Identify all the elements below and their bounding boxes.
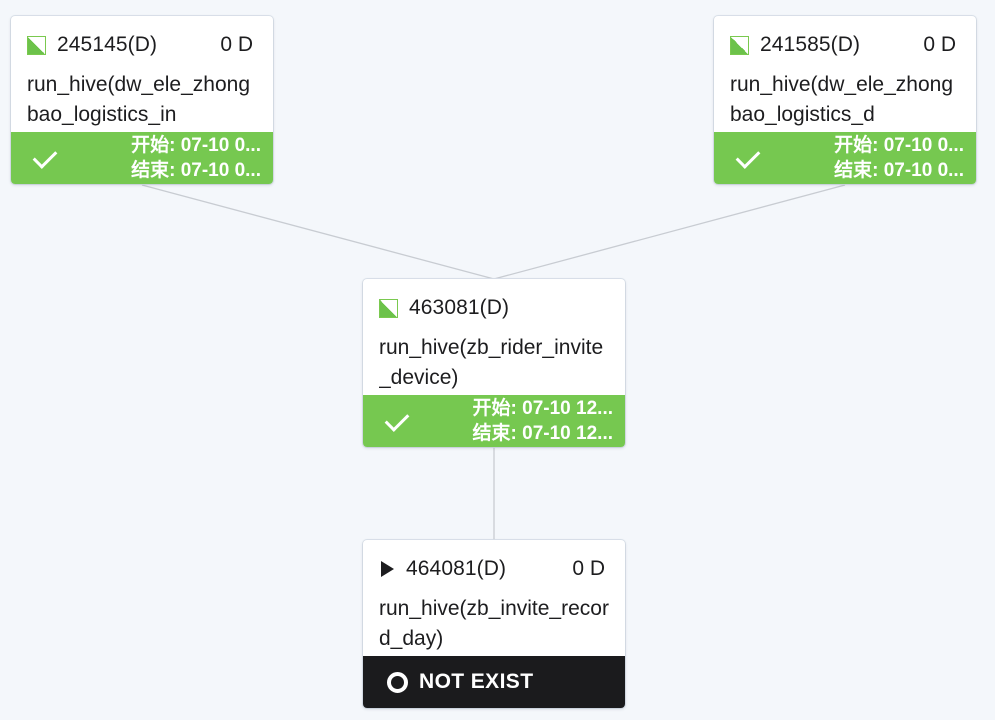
node-end-time: 结束: 07-10 12...	[472, 423, 613, 444]
half-filled-square-icon	[379, 298, 398, 318]
node-end-time: 结束: 07-10 0...	[131, 160, 261, 181]
node-end-time: 结束: 07-10 0...	[834, 160, 964, 181]
dag-node-463081[interactable]: 463081(D) run_hive(zb_rider_invite_devic…	[363, 279, 625, 447]
node-header: 464081(D) 0 D	[379, 554, 609, 584]
check-icon	[25, 143, 65, 169]
edge-245145-to-463081	[141, 184, 495, 280]
node-title: run_hive(zb_rider_invite_device)	[379, 336, 604, 389]
dag-node-464081[interactable]: 464081(D) 0 D run_hive(zb_invite_record_…	[363, 540, 625, 708]
ring-icon	[377, 671, 417, 693]
dag-node-241585[interactable]: 241585(D) 0 D run_hive(dw_ele_zhongbao_l…	[714, 16, 976, 184]
check-icon	[377, 406, 417, 432]
node-count-badge: 0 D	[572, 557, 605, 580]
node-status-times: 开始: 07-10 12... 结束: 07-10 12...	[417, 396, 613, 446]
node-count-badge: 0 D	[220, 33, 253, 56]
node-start-time: 开始: 07-10 0...	[834, 135, 964, 156]
node-status-times: 开始: 07-10 0... 结束: 07-10 0...	[65, 133, 261, 183]
node-start-time: 开始: 07-10 0...	[131, 135, 261, 156]
node-count-badge: 0 D	[923, 33, 956, 56]
node-id: 241585(D)	[760, 33, 861, 56]
play-triangle-icon	[381, 561, 394, 577]
edge-241585-to-463081	[493, 184, 846, 280]
node-id: 245145(D)	[57, 33, 158, 56]
node-id: 463081(D)	[409, 296, 510, 319]
node-status-bar[interactable]: 开始: 07-10 0... 结束: 07-10 0...	[714, 132, 976, 184]
node-title: run_hive(zb_invite_record_day)	[379, 597, 609, 650]
half-filled-square-icon	[730, 35, 749, 55]
node-header: 241585(D) 0 D	[730, 30, 960, 60]
node-title: run_hive(dw_ele_zhongbao_logistics_in	[27, 73, 250, 126]
node-start-time: 开始: 07-10 12...	[472, 398, 613, 419]
dag-node-245145[interactable]: 245145(D) 0 D run_hive(dw_ele_zhongbao_l…	[11, 16, 273, 184]
check-icon	[728, 143, 768, 169]
half-filled-square-icon	[27, 35, 46, 55]
node-status-times: 开始: 07-10 0... 结束: 07-10 0...	[768, 133, 964, 183]
node-status-label: NOT EXIST	[419, 670, 534, 693]
node-title: run_hive(dw_ele_zhongbao_logistics_d	[730, 73, 953, 126]
node-body: 245145(D) 0 D run_hive(dw_ele_zhongbao_l…	[11, 16, 273, 132]
node-body: 241585(D) 0 D run_hive(dw_ele_zhongbao_l…	[714, 16, 976, 132]
node-status-bar[interactable]: NOT EXIST	[363, 656, 625, 708]
node-header: 245145(D) 0 D	[27, 30, 257, 60]
node-body: 464081(D) 0 D run_hive(zb_invite_record_…	[363, 540, 625, 656]
node-status-bar[interactable]: 开始: 07-10 12... 结束: 07-10 12...	[363, 395, 625, 447]
node-status-bar[interactable]: 开始: 07-10 0... 结束: 07-10 0...	[11, 132, 273, 184]
node-id: 464081(D)	[406, 557, 507, 580]
node-body: 463081(D) run_hive(zb_rider_invite_devic…	[363, 279, 625, 395]
node-header: 463081(D)	[379, 293, 609, 323]
